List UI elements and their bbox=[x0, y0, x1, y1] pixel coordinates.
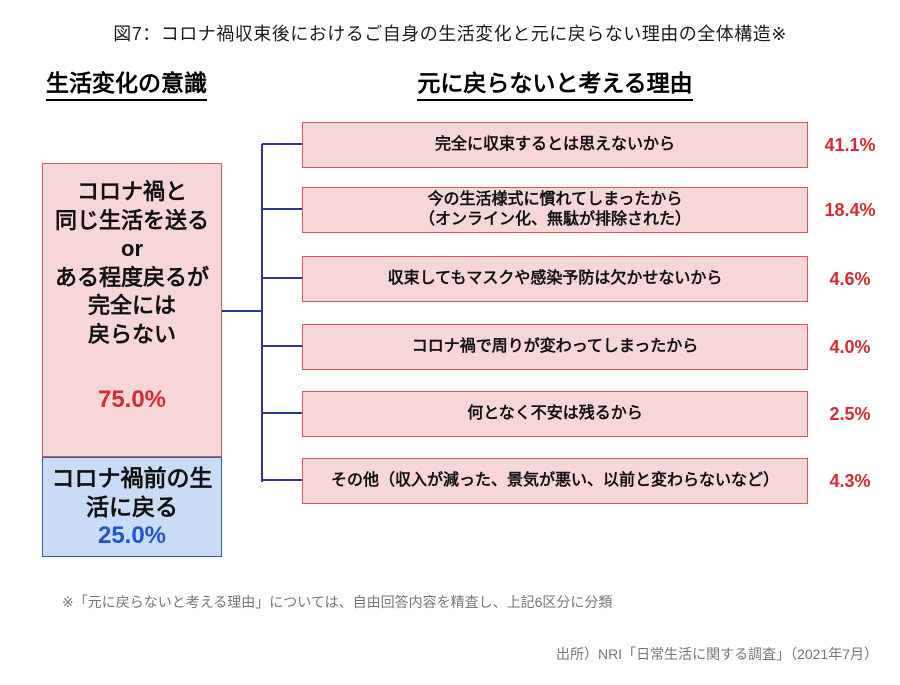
section-header-reasons: 元に戻らないと考える理由 bbox=[302, 64, 808, 101]
reason-row: 何となく不安は残るから 2.5% bbox=[262, 391, 882, 437]
section-header-life-change-label: 生活変化の意識 bbox=[46, 64, 207, 101]
reason-percentage: 4.0% bbox=[829, 336, 871, 357]
connector-branch-line bbox=[262, 345, 302, 347]
connector-branch-line bbox=[262, 479, 302, 481]
reason-row: その他（収入が減った、景気が悪い、以前と変わらないなど） 4.3% bbox=[262, 458, 882, 504]
reason-label: コロナ禍で周りが変わってしまったから bbox=[411, 338, 699, 355]
section-header-life-change: 生活変化の意識 bbox=[46, 64, 207, 101]
not-return-label: コロナ禍と 同じ生活を送る or ある程度戻るが 完全には 戻らない bbox=[54, 179, 209, 347]
reason-label: 何となく不安は残るから bbox=[467, 405, 643, 422]
reason-label: 収束してもマスクや感染予防は欠かせないから bbox=[387, 270, 723, 287]
reason-label: 今の生活様式に慣れてしまったから （オンライン化、無駄が排除された） bbox=[418, 191, 691, 228]
reason-box: その他（収入が減った、景気が悪い、以前と変わらないなど） bbox=[302, 458, 808, 504]
connector-main-line bbox=[222, 310, 262, 312]
connector-branch-line bbox=[262, 143, 302, 145]
reason-box: 収束してもマスクや感染予防は欠かせないから bbox=[302, 256, 808, 302]
reason-row: 完全に収束するとは思えないから 41.1% bbox=[262, 122, 882, 168]
return-box: コロナ禍前の生 活に戻る 25.0% bbox=[42, 457, 222, 557]
reason-row: 収束してもマスクや感染予防は欠かせないから 4.6% bbox=[262, 256, 882, 302]
reason-row: コロナ禍で周りが変わってしまったから 4.0% bbox=[262, 324, 882, 370]
source-note: 出所）NRI「日常生活に関する調査」（2021年7月） bbox=[555, 646, 878, 662]
not-return-percentage: 75.0% bbox=[97, 386, 167, 413]
footnote: ※「元に戻らないと考える理由」については、自由回答内容を精査し、上記6区分に分類 bbox=[62, 594, 613, 610]
connector-branch-line bbox=[262, 412, 302, 414]
section-header-reasons-label: 元に戻らないと考える理由 bbox=[417, 64, 693, 101]
figure-title: 図7：コロナ禍収束後におけるご自身の生活変化と元に戻らない理由の全体構造※ bbox=[113, 24, 787, 44]
reason-percentage: 41.1% bbox=[824, 134, 876, 155]
reason-row: 今の生活様式に慣れてしまったから （オンライン化、無駄が排除された） 18.4% bbox=[262, 187, 882, 233]
connector-branch-line bbox=[262, 277, 302, 279]
reason-percentage: 2.5% bbox=[829, 403, 871, 424]
reason-box: 何となく不安は残るから bbox=[302, 391, 808, 437]
connector-spine-line bbox=[261, 144, 263, 482]
not-return-box: コロナ禍と 同じ生活を送る or ある程度戻るが 完全には 戻らない 75.0% bbox=[42, 163, 222, 457]
reason-box: 完全に収束するとは思えないから bbox=[302, 122, 808, 168]
return-percentage: 25.0% bbox=[97, 521, 167, 549]
reason-box: コロナ禍で周りが変わってしまったから bbox=[302, 324, 808, 370]
reason-percentage: 18.4% bbox=[824, 199, 876, 220]
connector-branch-line bbox=[262, 208, 302, 210]
reason-label: その他（収入が減った、景気が悪い、以前と変わらないなど） bbox=[330, 472, 779, 489]
return-label: コロナ禍前の生 活に戻る bbox=[51, 465, 213, 521]
reason-box: 今の生活様式に慣れてしまったから （オンライン化、無駄が排除された） bbox=[302, 187, 808, 233]
reason-percentage: 4.3% bbox=[829, 470, 871, 491]
reason-label: 完全に収束するとは思えないから bbox=[434, 136, 675, 153]
reason-percentage: 4.6% bbox=[829, 268, 871, 289]
